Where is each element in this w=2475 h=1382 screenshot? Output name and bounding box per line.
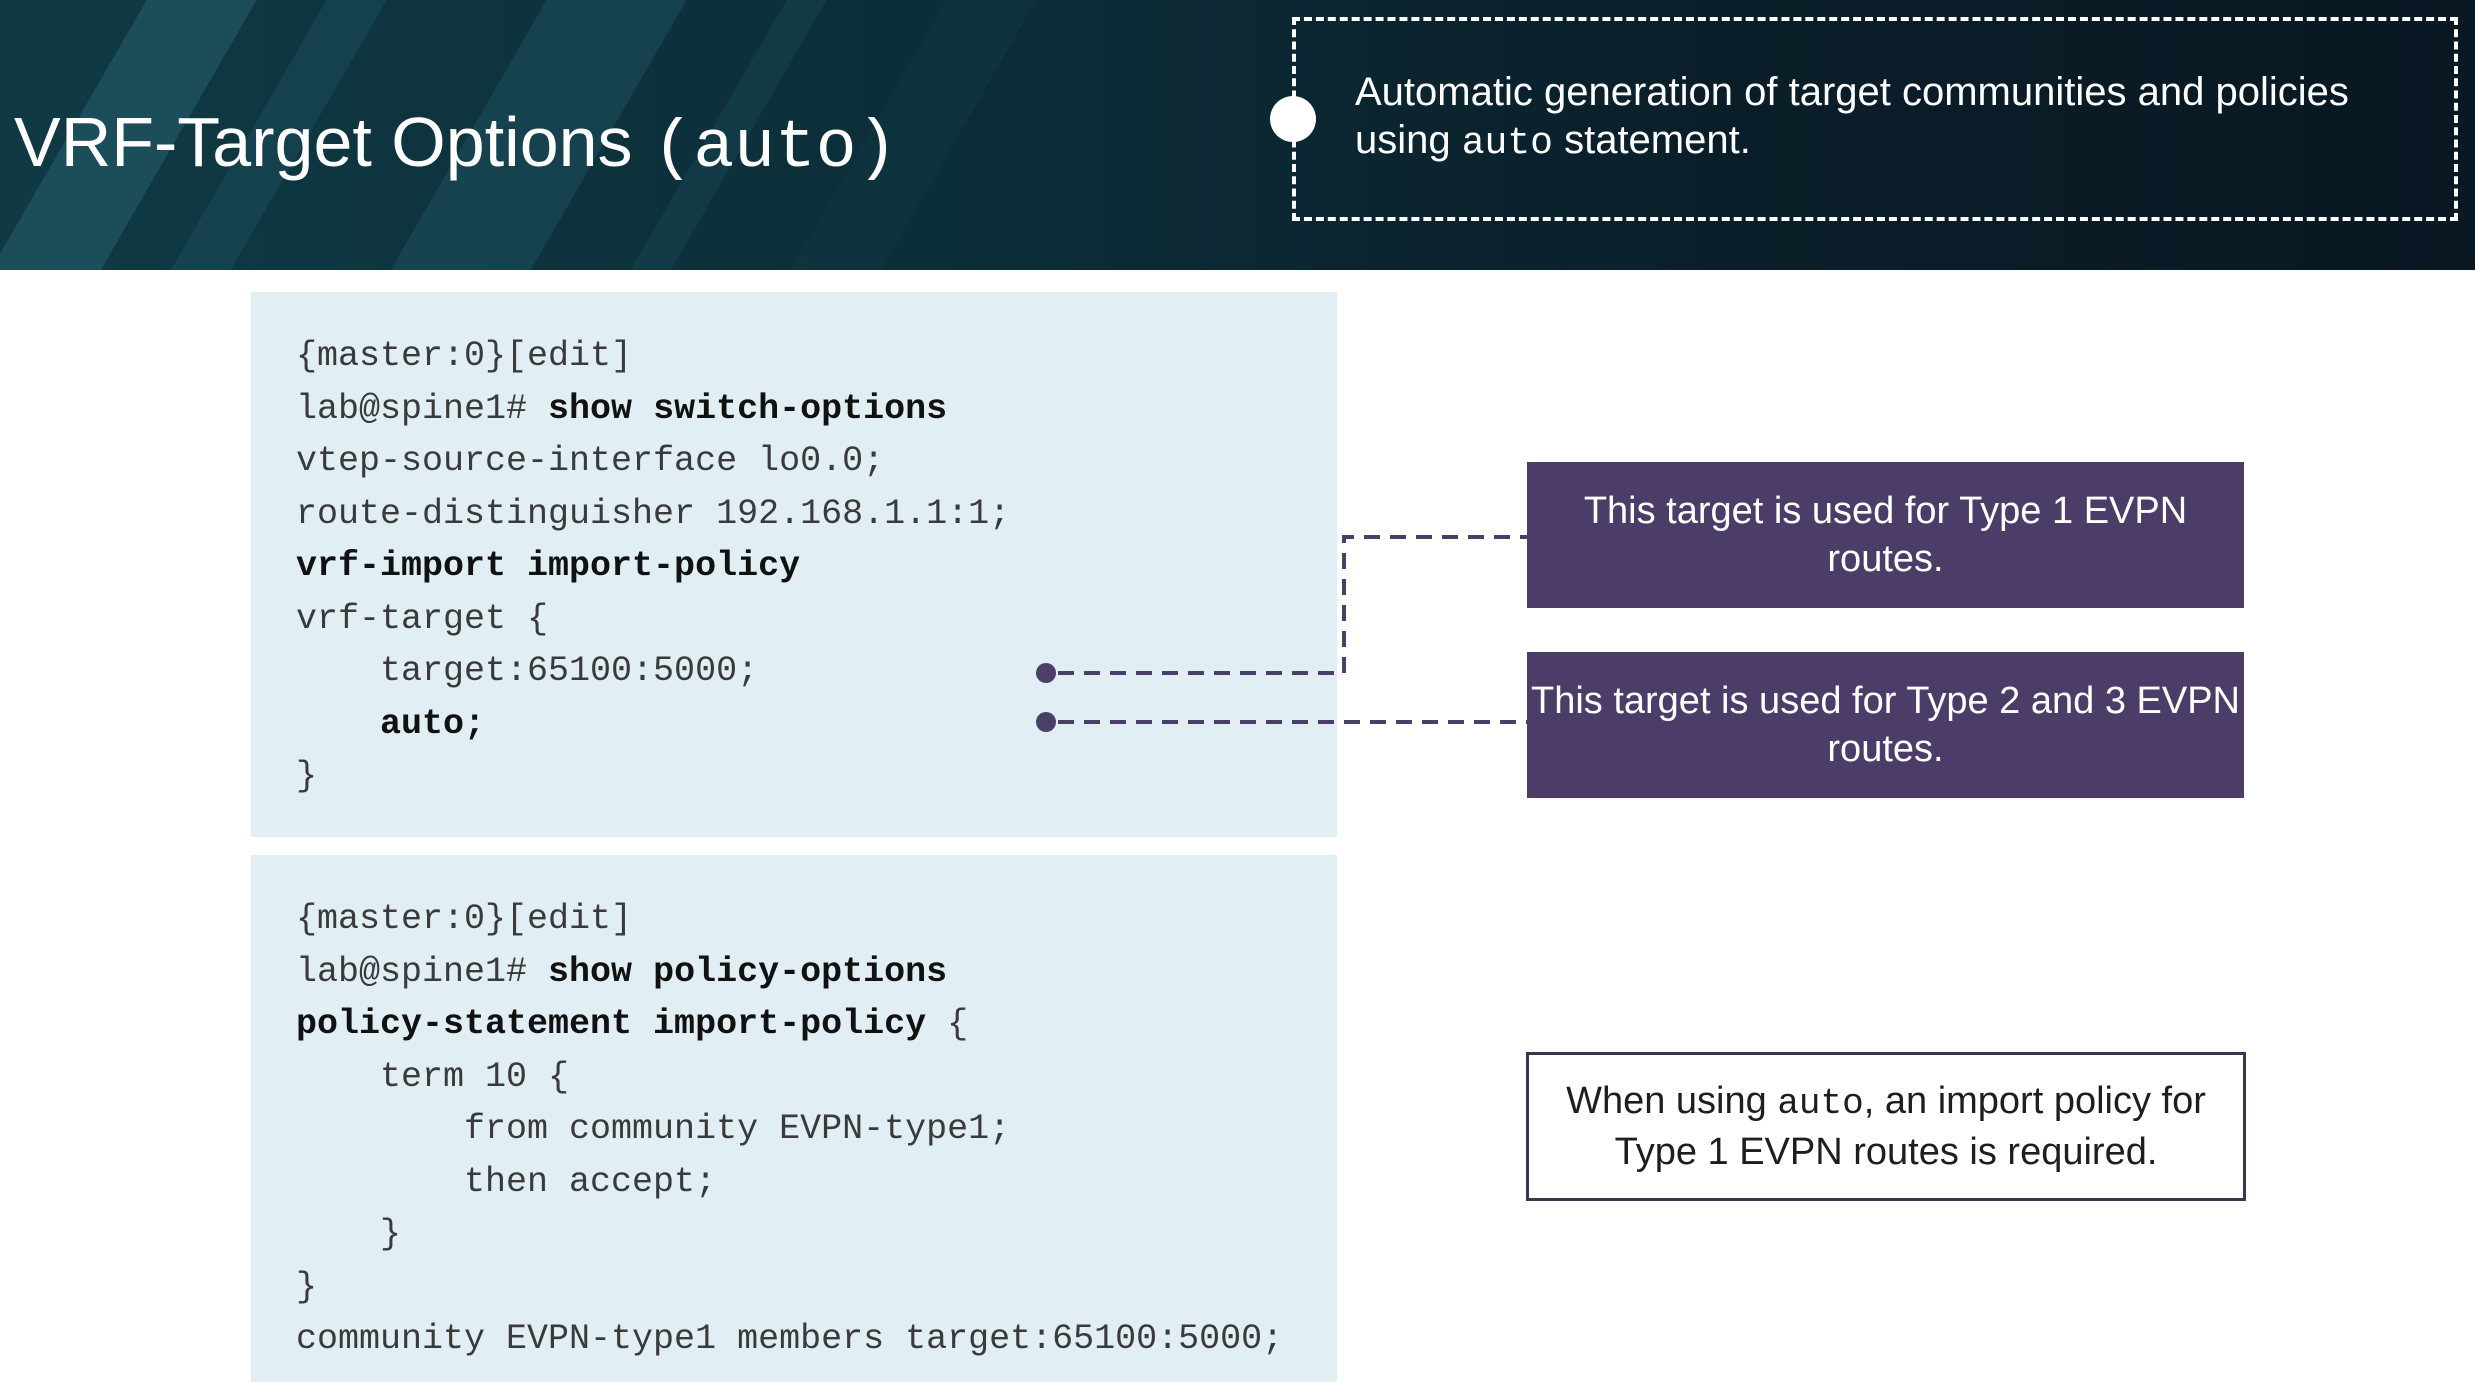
cli-command: show policy-options: [548, 951, 948, 992]
header-banner: VRF-Target Options(auto) Automatic gener…: [0, 0, 2475, 270]
type23-target-note-text: This target is used for Type 2 and 3 EVP…: [1530, 680, 2240, 770]
code-line: community EVPN-type1 members target:6510…: [296, 1319, 1284, 1359]
code-line: vtep-source-interface lo0.0;: [296, 441, 885, 481]
switch-options-code: {master:0}[edit] lab@spine1# show switch…: [296, 330, 1010, 803]
callout-text-post: statement.: [1552, 118, 1751, 162]
code-line-auto: auto;: [296, 703, 486, 744]
code-line: term 10 {: [296, 1056, 570, 1097]
import-policy-note: When using auto, an import policy for Ty…: [1526, 1052, 2246, 1201]
code-line-target: target:65100:5000;: [296, 651, 759, 691]
bullet-dot-icon: [1270, 96, 1316, 142]
code-line: policy-statement import-policy {: [296, 998, 1283, 1051]
policy-options-code: {master:0}[edit] lab@spine1# show policy…: [296, 893, 1283, 1366]
type1-target-note: This target is used for Type 1 EVPN rout…: [1527, 462, 2244, 608]
type1-target-note-text: This target is used for Type 1 EVPN rout…: [1583, 490, 2188, 580]
code-line: then accept;: [296, 1161, 717, 1202]
type23-target-note: This target is used for Type 2 and 3 EVP…: [1527, 652, 2244, 798]
code-line: lab@spine1# show switch-options: [296, 383, 1010, 436]
title-text: VRF-Target Options: [14, 103, 633, 181]
policy-options-code-panel: [251, 855, 1337, 1382]
code-line: }: [296, 756, 318, 796]
code-line: route-distinguisher 192.168.1.1:1;: [296, 493, 1011, 534]
code-line: {master:0}[edit]: [296, 336, 633, 376]
code-line: vrf-target {: [296, 598, 549, 639]
cli-command: show switch-options: [548, 388, 948, 429]
code-line: vrf-import import-policy: [296, 546, 801, 586]
title-code: (auto): [652, 110, 898, 187]
code-line: }: [296, 1266, 318, 1307]
note-text-post: , an import policy for Type 1 EVPN route…: [1614, 1080, 2206, 1173]
policy-statement-keyword: policy-statement import-policy: [296, 1004, 927, 1044]
import-policy-note-text: When using auto, an import policy for Ty…: [1529, 1077, 2243, 1176]
code-line: }: [296, 1214, 402, 1254]
code-line: {master:0}[edit]: [296, 899, 633, 939]
code-line: from community EVPN-type1;: [296, 1109, 1011, 1149]
cli-prompt: lab@spine1#: [296, 388, 549, 429]
slide-title: VRF-Target Options(auto): [14, 92, 897, 192]
cli-prompt: lab@spine1#: [296, 951, 549, 992]
callout-text: Automatic generation of target communiti…: [1355, 68, 2435, 168]
callout-code: auto: [1461, 122, 1553, 165]
code-line: lab@spine1# show policy-options: [296, 946, 1283, 999]
callout-text-pre: Automatic generation of target communiti…: [1355, 70, 2349, 162]
note-text-pre: When using: [1566, 1080, 1778, 1122]
code-brace: {: [926, 1004, 969, 1044]
note-code: auto: [1777, 1083, 1864, 1124]
